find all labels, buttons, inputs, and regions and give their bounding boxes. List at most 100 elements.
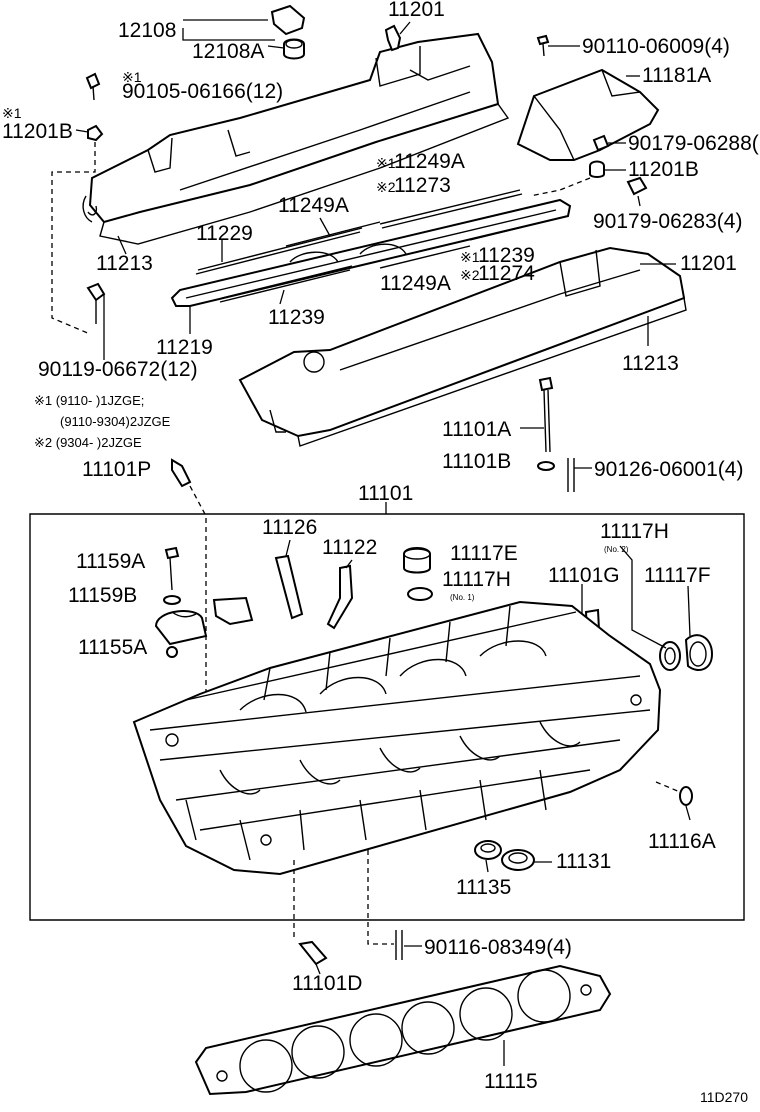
bearing-cap-2 bbox=[212, 596, 254, 626]
label-90126: 90126-06001(4) bbox=[594, 458, 743, 481]
label-11117h-top: 11117H bbox=[600, 520, 669, 543]
label-90116: 90116-08349(4) bbox=[424, 936, 572, 959]
oil-filler-cap bbox=[270, 4, 306, 60]
grommet-11201b-right bbox=[589, 160, 605, 178]
nut-90179-06288 bbox=[592, 134, 610, 152]
bolt-90119 bbox=[86, 282, 106, 324]
bearing-cap-11155a bbox=[154, 610, 208, 658]
valve-guide-11122 bbox=[326, 564, 354, 630]
mark-11274: ※2 bbox=[460, 267, 480, 283]
plug-11117h-no2 bbox=[659, 641, 681, 671]
label-11201b-right: 11201B bbox=[628, 158, 699, 181]
label-90110: 90110-06009(4) bbox=[582, 35, 730, 58]
leader-11116a bbox=[685, 805, 691, 821]
leader-12108 bbox=[182, 28, 275, 41]
label-11249a-a: 11249A bbox=[394, 150, 465, 173]
label-11229: 11229 bbox=[196, 222, 253, 245]
stud-90116 bbox=[395, 930, 403, 960]
label-11117h-mid: 11117H bbox=[442, 568, 511, 591]
seal-11135 bbox=[474, 840, 502, 860]
label-11219: 11219 bbox=[156, 336, 213, 359]
leader-11126 bbox=[285, 539, 291, 557]
label-12108: 12108 bbox=[118, 19, 176, 42]
label-11101p: 11101P bbox=[82, 458, 151, 481]
mark-11239: ※1 bbox=[460, 249, 480, 265]
cylinder-head-11101 bbox=[132, 600, 662, 876]
label-11126: 11126 bbox=[262, 516, 317, 539]
mark-11273: ※2 bbox=[376, 179, 396, 195]
label-11122: 11122 bbox=[322, 536, 377, 559]
pin-11101d bbox=[298, 940, 328, 966]
label-11273: 11273 bbox=[394, 174, 451, 197]
leader-11249a bbox=[319, 217, 331, 237]
nut-90179-06283 bbox=[626, 176, 648, 196]
label-12108a: 12108A bbox=[192, 40, 264, 63]
dashed-bolt-path bbox=[51, 142, 96, 335]
label-11201-mid: 11201 bbox=[680, 252, 737, 275]
dashed-11116a bbox=[655, 781, 681, 793]
label-11159a: 11159A bbox=[76, 550, 145, 573]
leader-11135 bbox=[485, 859, 489, 873]
footnote-2: ※2 (9304- )2JZGE bbox=[34, 435, 142, 450]
bolt-11101a bbox=[538, 376, 554, 453]
valve-guide-11126 bbox=[274, 554, 304, 620]
pin-11101p bbox=[171, 458, 192, 488]
bolt-90105 bbox=[85, 72, 101, 101]
gasket-11219 bbox=[170, 198, 572, 307]
leader-11117f bbox=[687, 585, 691, 637]
label-11249a-b: 11249A bbox=[278, 194, 349, 217]
label-11116a: 11116A bbox=[648, 830, 716, 853]
washer-11101b bbox=[537, 461, 555, 471]
leader-11213-left bbox=[117, 235, 127, 255]
mark-90105: ※1 bbox=[122, 69, 142, 85]
plug-11117e bbox=[403, 547, 431, 574]
washer-11159b bbox=[163, 595, 181, 605]
label-11159b: 11159B bbox=[68, 584, 137, 607]
leader-90179-06283 bbox=[637, 195, 641, 207]
seal-strips bbox=[195, 189, 569, 303]
label-11181a: 11181A bbox=[642, 64, 711, 87]
dashed-90116 bbox=[367, 850, 394, 945]
label-11155a: 11155A bbox=[78, 636, 147, 659]
label-90179-06283: 90179-06283(4) bbox=[593, 210, 742, 233]
leader-11101d bbox=[315, 963, 321, 975]
label-11101a: 11101A bbox=[442, 418, 511, 441]
footnote-1b: (9110-9304)2JZGE bbox=[60, 414, 171, 429]
leader-11239-b bbox=[279, 289, 285, 305]
cylinder-head-box bbox=[29, 513, 745, 921]
footnote-1a: ※1 (9110- )1JZGE; bbox=[34, 393, 144, 408]
label-11135: 11135 bbox=[456, 876, 511, 899]
label-11131: 11131 bbox=[556, 850, 611, 873]
seal-11131 bbox=[501, 849, 535, 871]
valve-cover-left bbox=[82, 32, 510, 245]
dashed-11101p bbox=[189, 485, 207, 700]
label-11249a-c: 11249A bbox=[380, 272, 451, 295]
plug-11117f bbox=[684, 634, 714, 671]
label-11213-right: 11213 bbox=[622, 352, 679, 375]
leader-11117h-no2 bbox=[619, 545, 667, 649]
label-11117f: 11117F bbox=[644, 564, 711, 587]
label-11213-left: 11213 bbox=[96, 252, 153, 275]
leader-11201-top bbox=[399, 21, 411, 35]
label-90179-06288: 90179-06288( bbox=[628, 132, 759, 155]
label-11274: 11274 bbox=[478, 262, 535, 285]
dashed-cover-path bbox=[529, 177, 591, 197]
label-11239-b: 11239 bbox=[268, 306, 325, 329]
mark-11249a: ※1 bbox=[376, 155, 396, 171]
label-11201-top: 11201 bbox=[388, 0, 445, 21]
label-11101d: 11101D bbox=[292, 972, 362, 995]
label-90105: 90105-06166(12) bbox=[122, 80, 283, 103]
mark-11201b: ※1 bbox=[2, 105, 22, 121]
label-11101b: 11101B bbox=[442, 450, 511, 473]
label-11201b-left: 11201B bbox=[2, 120, 73, 143]
bolt-11159a bbox=[164, 546, 180, 591]
leader-12108a bbox=[267, 45, 285, 49]
stud-90126 bbox=[567, 458, 575, 492]
bolt-90110 bbox=[536, 34, 550, 57]
label-11115: 11115 bbox=[484, 1070, 538, 1093]
grommet-11201b-left bbox=[87, 124, 104, 142]
note-no1: (No. 1) bbox=[450, 593, 475, 602]
plug-11116a bbox=[679, 786, 693, 806]
